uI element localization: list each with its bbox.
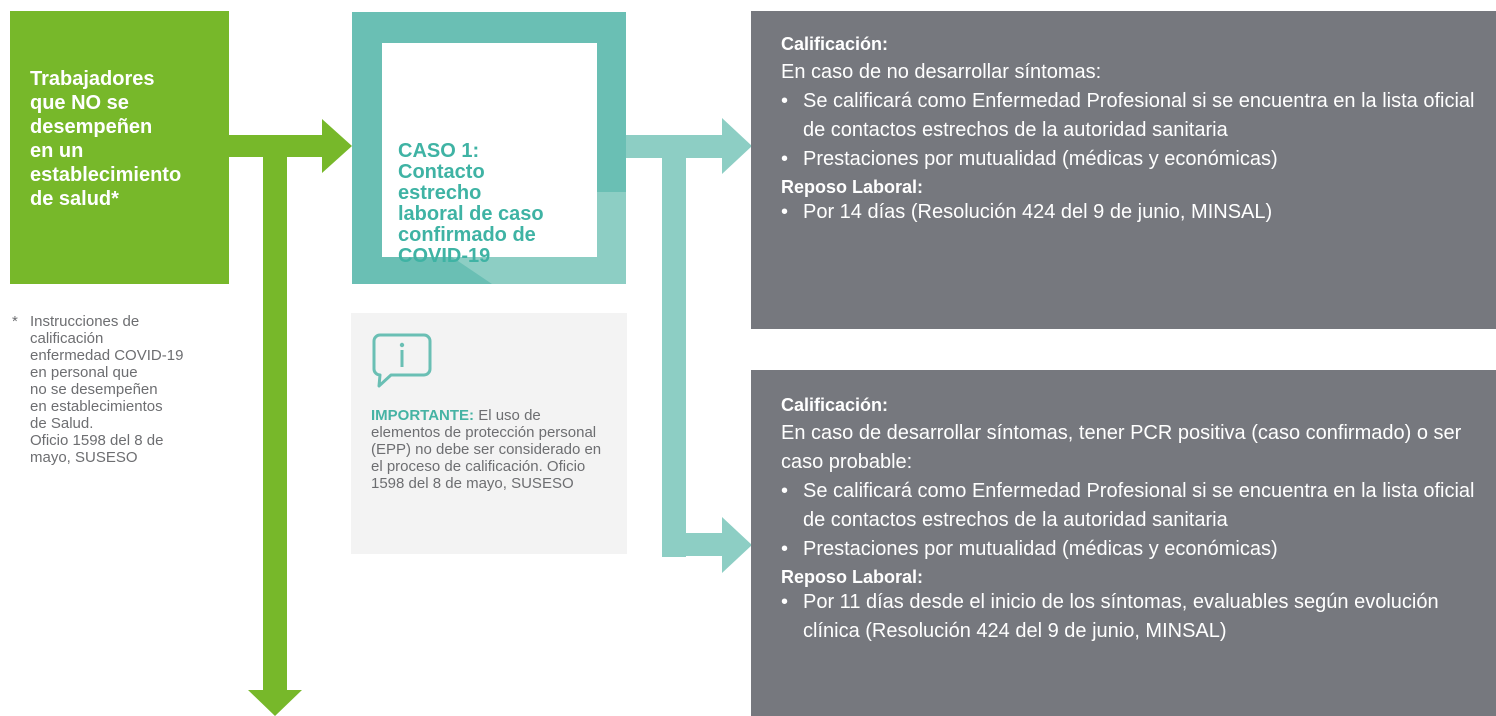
info-text: IMPORTANTE: El uso de elementos de prote… [371, 407, 609, 492]
list-item: •Prestaciones por mutualidad (médicas y … [781, 148, 1278, 170]
info-speech-bubble-icon [372, 333, 432, 388]
workers-label: Trabajadores que NO se desempeñen en un … [30, 68, 182, 210]
info-box: IMPORTANTE: El uso de elementos de prote… [351, 313, 627, 554]
outcome-no-symptoms: Calificación: En caso de no desarrollar … [751, 11, 1496, 329]
list-item: •Se calificará como Enfermedad Profesion… [781, 90, 1475, 141]
rest-heading: Reposo Laboral: [781, 177, 924, 197]
list-item: •Se calificará como Enfermedad Profesion… [781, 480, 1475, 531]
teal-right-arrow-head-bottom [722, 517, 752, 573]
teal-vertical-connector [662, 135, 686, 557]
rest-list: •Por 11 días desde el inicio de los sínt… [781, 588, 1476, 646]
calification-list: •Se calificará como Enfermedad Profesion… [781, 87, 1476, 174]
teal-right-arrow-head-top [722, 118, 752, 174]
info-highlight: IMPORTANTE: [371, 407, 475, 424]
footnote-marker: * [12, 313, 18, 330]
calification-heading: Calificación: [781, 34, 889, 54]
teal-bottom-arrow-shaft [662, 533, 726, 556]
list-item: •Prestaciones por mutualidad (médicas y … [781, 538, 1278, 560]
outcome-symptoms: Calificación: En caso de desarrollar sín… [751, 370, 1496, 716]
condition-text: En caso de no desarrollar síntomas: [781, 61, 1102, 83]
case-box: CASO 1: Contacto estrecho laboral de cas… [352, 12, 626, 284]
footnote: * Instrucciones de calificación enfermed… [12, 313, 222, 466]
calification-heading: Calificación: [781, 395, 889, 415]
list-item: •Por 14 días (Resolución 424 del 9 de ju… [781, 201, 1273, 223]
rest-list: •Por 14 días (Resolución 424 del 9 de ju… [781, 198, 1476, 227]
list-item: •Por 11 días desde el inicio de los sínt… [781, 591, 1439, 642]
case-title: CASO 1: Contacto estrecho laboral de cas… [398, 140, 544, 267]
info-body: El uso de elementos de protección person… [371, 407, 602, 492]
footnote-text: Instrucciones de calificación enfermedad… [30, 313, 184, 466]
workers-box: Trabajadores que NO se desempeñen en un … [10, 11, 229, 284]
green-down-arrow-shaft [263, 140, 287, 692]
rest-heading: Reposo Laboral: [781, 567, 924, 587]
condition-text: En caso de desarrollar síntomas, tener P… [781, 422, 1462, 473]
calification-list: •Se calificará como Enfermedad Profesion… [781, 477, 1476, 564]
case-inner-panel: CASO 1: Contacto estrecho laboral de cas… [382, 43, 597, 267]
green-down-arrow-head [248, 690, 302, 716]
green-right-arrow-head [322, 119, 352, 173]
green-right-arrow-shaft [229, 135, 325, 157]
case-frame-shade [452, 192, 626, 284]
